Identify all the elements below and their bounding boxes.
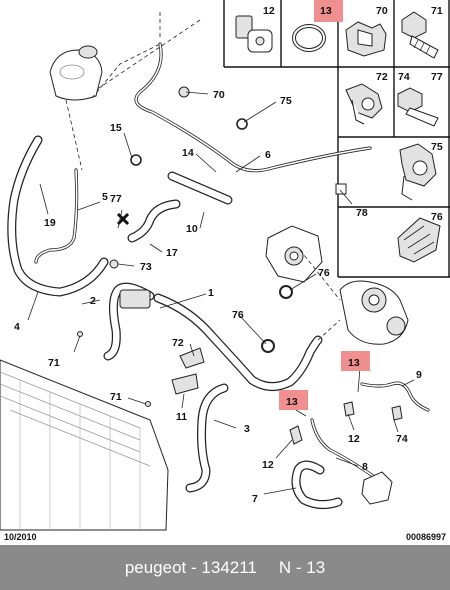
label-9: 9 [416,369,422,381]
label-74: 74 [396,433,408,445]
label-76b: 76 [232,309,244,321]
footer-part-number: 134211 [201,557,257,577]
clip-75b [236,118,248,130]
label-13b: 13 [348,357,360,369]
label-13c: 13 [286,396,298,408]
label-74-grid: 74 [398,71,410,83]
clip-73 [109,259,119,269]
date-code: 10/2010 [4,532,37,542]
label-71a: 71 [48,357,60,369]
bolt-74-77-icon [397,87,439,127]
label-10: 10 [186,223,198,235]
label-71b: 71 [110,391,122,403]
bolt-71a [77,331,83,337]
pad-76-icon [397,217,441,263]
label-19: 19 [44,217,56,229]
drawing-number: 00086997 [405,532,446,542]
expansion-tank [49,45,103,101]
label-78: 78 [356,207,368,219]
turbocharger [339,280,409,345]
water-pump-housing [265,225,323,283]
exploded-parts-diagram: .hose { fill: none; stroke: #222; stroke… [0,0,450,531]
connector-8 [361,471,393,505]
label-12c: 12 [262,459,274,471]
label-6: 6 [265,149,271,161]
label-11: 11 [176,411,187,423]
footer-ref: N - 13 [278,557,326,577]
label-7: 7 [252,493,258,505]
footer-brand-part: peugeot - 134211 [125,558,257,578]
label-5: 5 [102,191,108,203]
label-70-grid: 70 [376,5,388,17]
bracket-72 [179,347,205,369]
clamp-76b [261,339,275,353]
label-12b: 12 [348,433,360,445]
label-75-grid: 75 [431,141,443,153]
parts-grid [223,0,450,278]
label-15: 15 [110,122,122,134]
footer-bar: peugeot - 134211 N - 13 [0,545,450,590]
label-76: 76 [318,267,330,279]
label-14: 14 [182,147,194,159]
label-71-grid: 71 [431,5,443,17]
union-2 [119,289,151,309]
clamp-15 [130,154,142,166]
clip-75-icon [399,143,437,201]
footer-separator: - [191,557,197,577]
bolt-71b [145,401,151,407]
label-13-grid: 13 [320,5,332,17]
label-76-grid: 76 [431,211,443,223]
label-73: 73 [140,261,152,273]
footer-brand: peugeot [124,557,187,577]
o-ring-13-icon [292,24,326,52]
leader-lines [27,12,415,495]
box-78 [335,183,347,195]
screw-12a [289,425,303,445]
bracket-11 [171,373,199,395]
highlight-box-13b [341,351,370,371]
label-75: 75 [280,95,292,107]
label-77: 77 [110,193,122,205]
highlight-box-13c [279,390,308,410]
callout-labels: 12 13 70 71 72 74 77 75 76 70 75 15 14 6… [14,5,443,505]
label-2: 2 [90,295,96,307]
diagram-svg: .hose { fill: none; stroke: #222; stroke… [0,0,450,531]
highlight-box-13 [314,0,343,22]
label-12-grid: 12 [263,5,275,17]
clip-72-icon [345,83,383,125]
label-3: 3 [244,423,250,435]
clamp-76a [279,285,293,299]
clip-70-icon [345,21,387,57]
bolt-74 [391,405,403,421]
label-17: 17 [166,247,178,259]
label-77-grid: 77 [431,71,443,83]
bolt-71-icon [401,11,439,59]
label-1: 1 [208,287,214,299]
label-72-grid: 72 [376,71,388,83]
screw-12-icon [235,15,273,53]
radiator [0,359,169,531]
screw-12b [343,401,355,417]
label-72: 72 [172,337,184,349]
label-4: 4 [14,321,20,333]
label-8: 8 [362,461,368,473]
label-70: 70 [213,89,225,101]
